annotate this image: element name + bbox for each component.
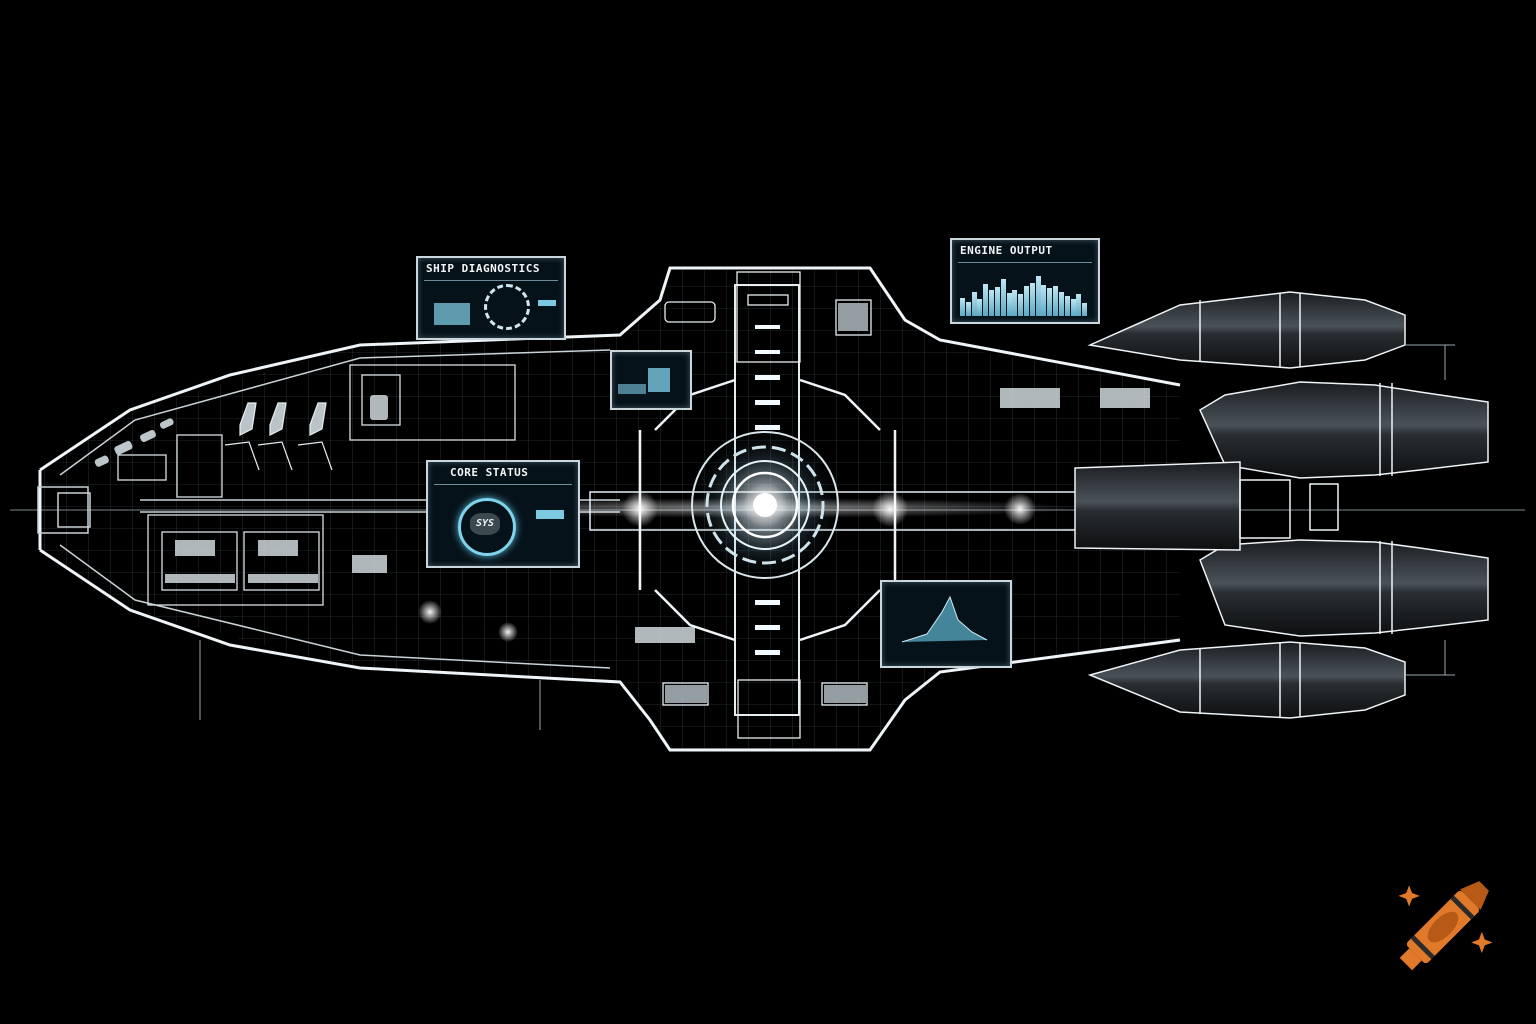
chart-bar: [977, 299, 983, 316]
engine-output-panel: ENGINE OUTPUT: [950, 238, 1100, 324]
chart-bar: [1041, 285, 1047, 316]
chart-bar: [1082, 302, 1088, 316]
core-badge: SYS: [470, 513, 500, 535]
monitor-bars: [618, 384, 646, 394]
chart-bar: [1064, 296, 1070, 316]
core-status-panel: CORE STATUS SYS: [426, 460, 580, 568]
engine-output-chart: [960, 266, 1088, 316]
data-table: [434, 303, 470, 325]
ship-diagnostics-panel: SHIP DIAGNOSTICS: [416, 256, 566, 340]
chart-bar: [1000, 278, 1006, 316]
chart-bar: [1024, 286, 1029, 316]
status-bar: [536, 510, 564, 519]
chart-bar: [1076, 294, 1082, 316]
chart-bar: [1053, 286, 1059, 316]
chart-bar: [971, 291, 977, 316]
chart-bar: [989, 289, 995, 316]
chart-bar: [994, 287, 1000, 316]
status-bar: [538, 300, 556, 306]
panel-title: SHIP DIAGNOSTICS: [426, 262, 540, 275]
divider: [434, 484, 572, 485]
chart-bar: [983, 284, 989, 316]
monitor-grid: [648, 368, 670, 392]
small-monitor-panel: [610, 350, 692, 410]
chart-bar: [1006, 293, 1012, 316]
engine-nacelles: [1074, 291, 1489, 719]
chart-bar: [1018, 294, 1024, 316]
reactor-core: [685, 425, 845, 585]
chart-bar: [960, 298, 965, 316]
panel-title: CORE STATUS: [450, 466, 529, 479]
chart-bar: [965, 301, 971, 316]
panel-title: ENGINE OUTPUT: [960, 244, 1053, 257]
divider: [424, 280, 558, 281]
chart-bar: [1012, 290, 1018, 316]
gauge-icon: [484, 284, 530, 330]
chart-bar: [1035, 275, 1041, 316]
chart-bar: [1047, 287, 1053, 316]
system-graph-panel: [880, 580, 1012, 668]
peak-graph: [901, 595, 988, 643]
crayon-icon: [1398, 881, 1493, 971]
divider: [958, 262, 1092, 263]
hull-outline: [38, 266, 1181, 752]
crew-seats: [224, 402, 333, 471]
core-ring-icon: [458, 498, 516, 556]
chart-bar: [1070, 299, 1076, 316]
chart-bar: [1029, 283, 1035, 316]
chart-bar: [1058, 291, 1064, 316]
